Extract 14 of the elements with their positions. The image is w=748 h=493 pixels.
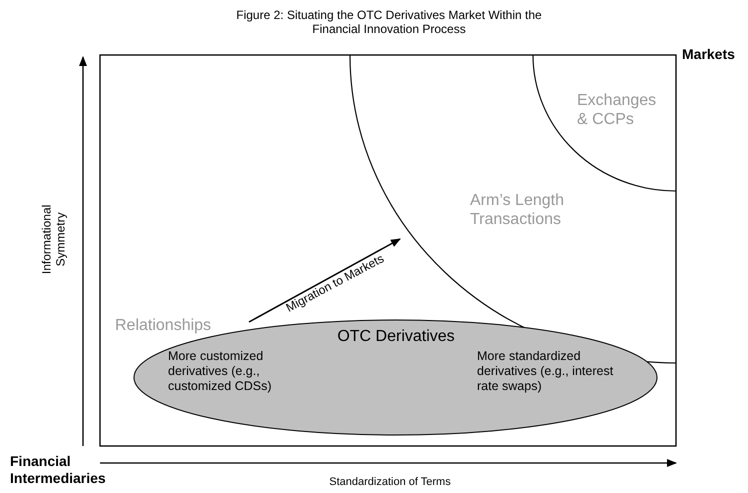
region-label: Relationships <box>115 316 212 336</box>
region-arc <box>533 55 676 191</box>
region-label: Exchanges & CCPs <box>577 91 657 130</box>
figure-title: Figure 2: Situating the OTC Derivatives Market Within the Financial Innovation Process <box>235 8 543 37</box>
axis-title: Informational Symmetry <box>40 204 68 276</box>
axis-end-label: Markets <box>682 46 736 63</box>
axis-title: Standardization of Terms <box>328 476 452 490</box>
arrow <box>248 238 401 323</box>
region-label: Arm’s Length Transactions <box>470 191 565 230</box>
axis-end-label: Financial Intermediaries <box>10 453 107 487</box>
plot-frame <box>100 55 676 446</box>
ellipse-note: More standardized derivatives (e.g., interest rate swaps) <box>477 349 614 394</box>
ellipse-note: More customized derivatives (e.g., customized CDSs) <box>168 349 272 394</box>
ellipse-heading: OTC Derivatives <box>336 327 456 346</box>
